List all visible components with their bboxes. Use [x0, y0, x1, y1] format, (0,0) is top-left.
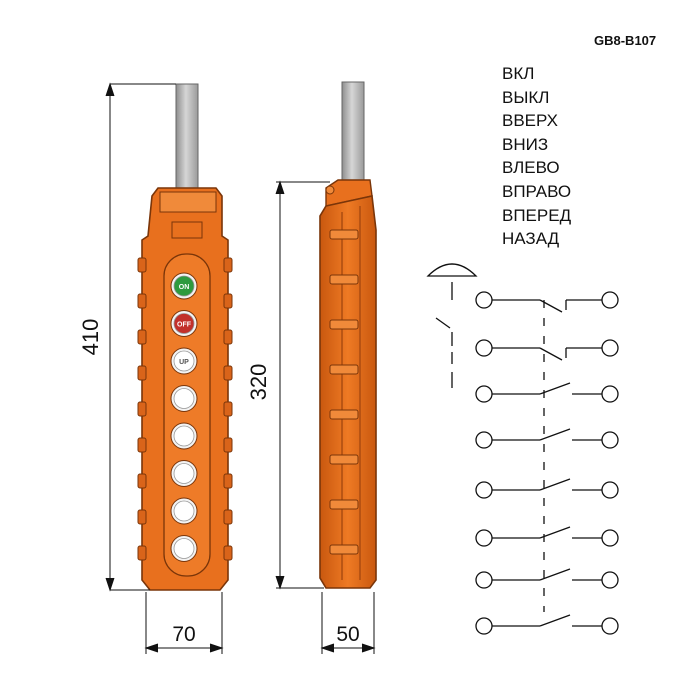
dimension-lines	[105, 82, 376, 654]
label-slot	[171, 221, 203, 239]
front-view: ON OFF UP	[137, 83, 233, 591]
rib	[137, 437, 147, 453]
switch-contact	[475, 339, 619, 361]
side-rim	[329, 409, 359, 420]
side-hanger	[325, 185, 335, 195]
rib	[223, 545, 233, 561]
pendant-button[interactable]: OFF	[170, 310, 198, 337]
switch-contact	[475, 568, 619, 589]
terminal	[475, 617, 493, 635]
terminal	[601, 339, 619, 357]
terminal	[601, 571, 619, 589]
terminal	[475, 431, 493, 449]
button-label: OFF	[177, 322, 192, 329]
side-rim	[329, 454, 359, 465]
function-label: ВВЕРХ	[502, 111, 558, 131]
function-label: ВПРАВО	[502, 181, 572, 201]
pendant-button[interactable]	[170, 460, 198, 487]
rib	[223, 509, 233, 525]
pendant-button[interactable]: ON	[170, 272, 198, 300]
terminal	[601, 291, 619, 309]
side-rim	[329, 319, 359, 330]
pendant-button[interactable]	[170, 385, 198, 412]
button-column: ON OFF UP	[170, 272, 198, 562]
rib	[223, 365, 233, 381]
terminal	[601, 385, 619, 403]
rib	[137, 509, 147, 525]
rib	[137, 257, 147, 273]
rib	[137, 401, 147, 417]
function-label: ВКЛ	[502, 64, 535, 83]
button-label: ON	[179, 284, 190, 291]
function-list: ВКЛ ВЫКЛ ВВЕРХ ВНИЗ ВЛЕВО ВПРАВО ВПЕРЕД …	[502, 62, 571, 251]
switch-contact	[475, 291, 619, 313]
function-label: НАЗАД	[502, 229, 560, 249]
emergency-stop-symbol	[426, 263, 478, 277]
side-housing	[319, 195, 377, 589]
side-cable	[341, 81, 365, 183]
side-rim	[329, 499, 359, 510]
dim-body-height: 320	[246, 364, 271, 401]
button-panel	[163, 253, 211, 577]
side-rim	[329, 274, 359, 285]
rib	[137, 329, 147, 345]
terminal	[601, 617, 619, 635]
terminal	[475, 481, 493, 499]
terminal	[601, 481, 619, 499]
rib	[223, 329, 233, 345]
terminal	[475, 385, 493, 403]
switch-contact	[475, 428, 619, 449]
terminal	[475, 571, 493, 589]
switch-schematic	[426, 263, 619, 635]
rib	[137, 473, 147, 489]
rib	[223, 257, 233, 273]
rib	[137, 293, 147, 309]
rib	[223, 473, 233, 489]
terminal	[601, 431, 619, 449]
switch-contact	[475, 526, 619, 547]
terminal	[601, 529, 619, 547]
cable	[175, 83, 199, 195]
rib	[223, 437, 233, 453]
terminal	[475, 291, 493, 309]
button-label: UP	[179, 359, 189, 366]
rib	[137, 365, 147, 381]
side-top-cap	[325, 179, 373, 207]
pendant-button[interactable]	[170, 497, 198, 525]
side-rim	[329, 544, 359, 555]
rib	[223, 401, 233, 417]
switch-contact	[475, 614, 619, 635]
side-ribs	[137, 257, 233, 561]
side-view	[319, 81, 377, 589]
function-label: ВЛЕВО	[502, 158, 560, 178]
side-rim	[329, 364, 359, 375]
pendant-button[interactable]	[170, 535, 198, 562]
model-number: GB8-B107	[594, 33, 657, 48]
rib	[137, 545, 147, 561]
pendant-button[interactable]: UP	[170, 347, 198, 375]
function-label: ВПЕРЕД	[502, 205, 572, 225]
switch-contact	[475, 382, 619, 403]
pendant-button[interactable]	[170, 422, 198, 450]
dim-depth: 50	[336, 623, 359, 646]
dim-width: 70	[172, 623, 195, 646]
switch-contact	[475, 478, 619, 499]
top-cap	[159, 191, 217, 213]
rib	[223, 293, 233, 309]
terminal	[475, 339, 493, 357]
dim-total-height: 410	[78, 319, 103, 356]
function-label: ВЫКЛ	[502, 87, 550, 107]
function-label: ВНИЗ	[502, 134, 549, 154]
side-rim	[329, 229, 359, 240]
terminal	[475, 529, 493, 547]
side-button-rims	[329, 229, 359, 555]
